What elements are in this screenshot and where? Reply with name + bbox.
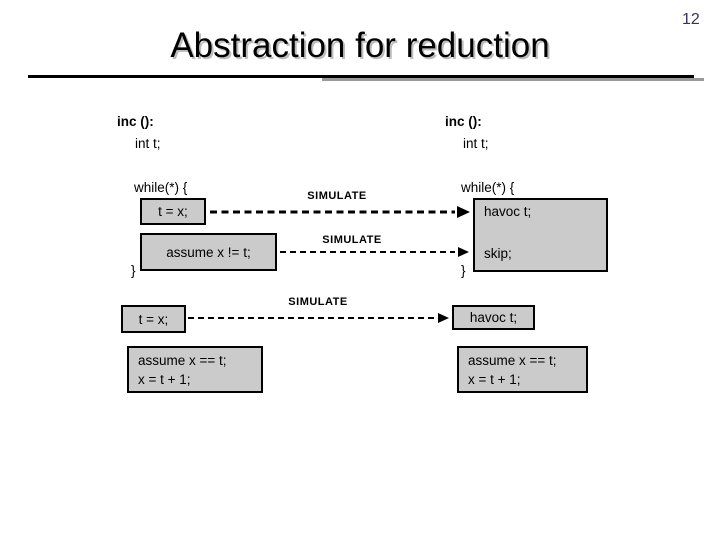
left-loop-stmt1-box: t = x; [140, 198, 206, 225]
simulate-label-1: SIMULATE [307, 190, 367, 202]
right-stmt3-box: havoc t; [452, 305, 535, 330]
slide-page-number: 12 [682, 11, 700, 28]
left-stmt4-box: assume x == t; x = t + 1; [127, 346, 263, 393]
left-stmt4-line2: x = t + 1; [138, 371, 191, 387]
right-loop-stmt2: skip; [484, 246, 512, 261]
left-stmt3-box: t = x; [121, 305, 186, 333]
left-stmt4-line1: assume x == t; [138, 352, 227, 368]
title-rule-shadow [322, 78, 704, 81]
simulate-arrow-2-head [458, 247, 469, 257]
left-program-declaration: int t; [135, 136, 161, 151]
right-loop-stmt1: havoc t; [484, 204, 532, 219]
simulate-arrow-1-head [457, 206, 470, 218]
right-stmt4-box: assume x == t; x = t + 1; [457, 346, 588, 393]
simulate-arrow-3-head [438, 313, 449, 323]
right-while-open: while(*) { [461, 180, 515, 195]
simulate-label-2: SIMULATE [322, 234, 382, 246]
left-stmt3: t = x; [138, 311, 169, 327]
right-loop-body-box: havoc t; skip; [473, 198, 608, 272]
right-stmt3: havoc t; [469, 310, 518, 325]
left-loop-stmt1: t = x; [158, 204, 188, 219]
left-loop-stmt2-box: assume x != t; [140, 233, 277, 271]
right-program-declaration: int t; [463, 136, 489, 151]
left-program-signature: inc (): [117, 114, 154, 129]
right-stmt4-line1: assume x == t; [468, 352, 557, 368]
left-while-close: } [131, 263, 136, 278]
simulate-label-3: SIMULATE [288, 296, 348, 308]
slide-title: Abstraction for reduction [170, 26, 550, 65]
left-loop-stmt2: assume x != t; [166, 244, 251, 260]
right-stmt4-line2: x = t + 1; [468, 371, 521, 387]
title-rule [28, 75, 694, 78]
right-program-signature: inc (): [445, 114, 482, 129]
left-while-open: while(*) { [134, 180, 188, 195]
right-while-close: } [461, 263, 466, 278]
